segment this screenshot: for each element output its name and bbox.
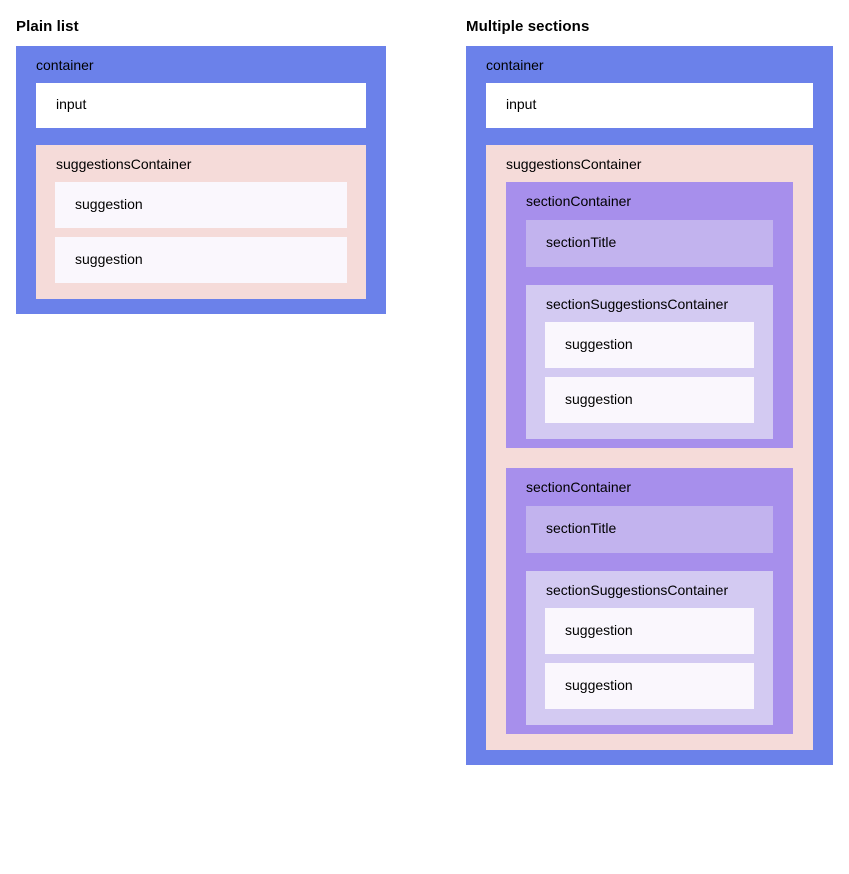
search-input[interactable]: input [486, 83, 813, 128]
list-item-suggestion[interactable]: suggestion [55, 237, 347, 283]
section-title-label: sectionTitle [546, 520, 617, 536]
suggestions-container-label: suggestionsContainer [506, 156, 642, 172]
container-multiple-sections: container input suggestionsContainer sec… [466, 46, 833, 765]
column-plain-list: Plain list container input suggestionsCo… [16, 0, 386, 314]
page-title-plain-list: Plain list [16, 18, 79, 35]
section-suggestions-container-label: sectionSuggestionsContainer [546, 296, 729, 312]
section-suggestions-container: sectionSuggestionsContainer suggestion s… [526, 285, 773, 439]
section-container: sectionContainer sectionTitle sectionSug… [506, 468, 793, 734]
suggestion-label: suggestion [75, 196, 143, 212]
section-container-label: sectionContainer [526, 193, 632, 209]
suggestion-label: suggestion [565, 677, 633, 693]
suggestion-label: suggestion [75, 251, 143, 267]
suggestion-label: suggestion [565, 336, 633, 352]
suggestions-container: suggestionsContainer suggestion suggesti… [36, 145, 366, 299]
input-label: input [56, 96, 87, 112]
suggestions-container: suggestionsContainer sectionContainer se… [486, 145, 813, 750]
page-title-multiple-sections: Multiple sections [466, 18, 590, 35]
container-plain-list: container input suggestionsContainer sug… [16, 46, 386, 314]
section-container-label: sectionContainer [526, 479, 632, 495]
column-multiple-sections: Multiple sections container input sugges… [466, 0, 833, 765]
section-title-label: sectionTitle [546, 234, 617, 250]
suggestion-label: suggestion [565, 391, 633, 407]
section-suggestions-container: sectionSuggestionsContainer suggestion s… [526, 571, 773, 725]
list-item-suggestion[interactable]: suggestion [545, 663, 754, 709]
section-container: sectionContainer sectionTitle sectionSug… [506, 182, 793, 448]
section-suggestions-container-label: sectionSuggestionsContainer [546, 582, 729, 598]
list-item-suggestion[interactable]: suggestion [545, 322, 754, 368]
container-label: container [36, 57, 94, 73]
list-item-suggestion[interactable]: suggestion [545, 608, 754, 654]
section-title: sectionTitle [526, 506, 773, 553]
list-item-suggestion[interactable]: suggestion [545, 377, 754, 423]
suggestions-container-label: suggestionsContainer [56, 156, 192, 172]
search-input[interactable]: input [36, 83, 366, 128]
suggestion-label: suggestion [565, 622, 633, 638]
input-label: input [506, 96, 537, 112]
list-item-suggestion[interactable]: suggestion [55, 182, 347, 228]
container-label: container [486, 57, 544, 73]
section-title: sectionTitle [526, 220, 773, 267]
